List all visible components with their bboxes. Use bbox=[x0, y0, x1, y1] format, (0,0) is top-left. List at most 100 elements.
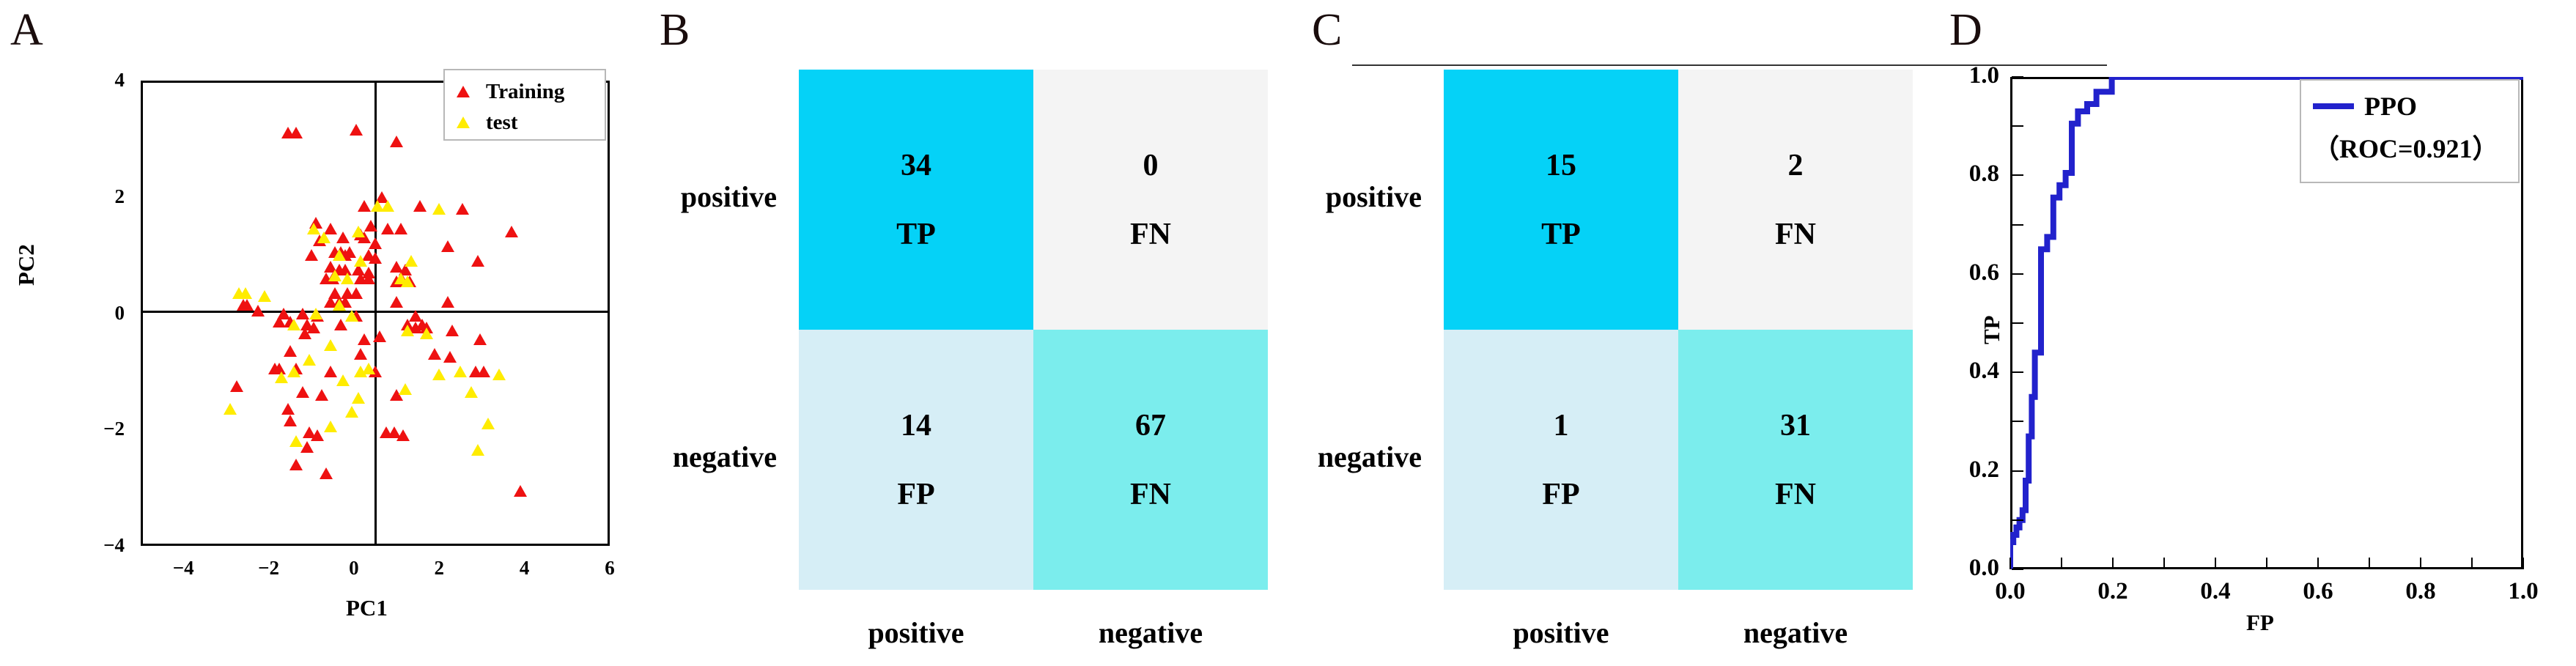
y-tick-label: 1.0 bbox=[1968, 62, 1999, 89]
scatter-point bbox=[353, 348, 367, 360]
legend-label-roc-value: （ROC=0.921） bbox=[2313, 134, 2499, 163]
scatter-point bbox=[477, 365, 491, 377]
scatter-point bbox=[345, 406, 358, 418]
scatter-point bbox=[332, 298, 346, 311]
scatter-point bbox=[419, 328, 433, 340]
y-tick-label: −2 bbox=[103, 418, 125, 440]
tick-mark bbox=[2369, 558, 2370, 569]
scatter-point bbox=[323, 339, 337, 352]
tick-mark bbox=[2012, 223, 2023, 226]
x-tick-label: −2 bbox=[258, 557, 279, 579]
tick-mark bbox=[2012, 470, 2023, 472]
x-tick-label: 0.6 bbox=[2303, 578, 2333, 604]
scatter-point bbox=[289, 435, 303, 448]
tick-mark bbox=[2012, 569, 2023, 570]
y-tick-label: 0.0 bbox=[1968, 555, 1999, 581]
scatter-point bbox=[470, 255, 484, 267]
matrix-cell-value: 67 bbox=[1135, 408, 1166, 443]
x-tick-label: 0.8 bbox=[2405, 578, 2436, 604]
scatter-point bbox=[362, 362, 376, 374]
scatter-point bbox=[336, 232, 350, 244]
panel-d-y-axis-title: TP bbox=[1979, 315, 2004, 344]
tick-mark bbox=[2061, 558, 2062, 569]
matrix-cell-value: 14 bbox=[901, 408, 931, 443]
y-tick-label: 0.8 bbox=[1968, 160, 1999, 188]
scatter-point bbox=[440, 295, 454, 308]
scatter-point bbox=[273, 316, 287, 328]
matrix-cell-label: FN bbox=[1130, 217, 1171, 251]
tick-mark bbox=[2012, 519, 2023, 521]
scatter-point bbox=[394, 223, 407, 235]
scatter-point bbox=[334, 319, 348, 331]
scatter-point bbox=[492, 368, 506, 380]
y-tick-label: 2 bbox=[114, 185, 125, 207]
x-tick-label: 2 bbox=[434, 557, 445, 579]
scatter-point bbox=[275, 371, 288, 383]
scatter-point bbox=[317, 232, 331, 244]
scatter-point bbox=[432, 368, 446, 380]
matrix-column-label: negative bbox=[1098, 616, 1203, 649]
scatter-point bbox=[464, 385, 478, 398]
panel-a-x-axis-title: PC1 bbox=[346, 595, 388, 621]
matrix-row-label: positive bbox=[1325, 180, 1422, 213]
scatter-point bbox=[351, 226, 365, 238]
y-tick-label: 0.2 bbox=[1968, 456, 1999, 483]
scatter-point bbox=[304, 249, 318, 262]
panel-d-x-axis-title: FP bbox=[2246, 610, 2274, 635]
scatter-point bbox=[364, 220, 378, 232]
scatter-point bbox=[323, 421, 337, 433]
scatter-point bbox=[229, 380, 243, 392]
matrix-row-label: positive bbox=[680, 180, 777, 213]
legend-item-training: Training bbox=[457, 76, 605, 107]
tick-mark bbox=[2163, 558, 2165, 569]
triangle-marker-icon bbox=[457, 86, 470, 97]
legend-item-ppo: PPO bbox=[2313, 91, 2518, 122]
matrix-cell-label: FP bbox=[897, 477, 935, 511]
scatter-point bbox=[289, 458, 303, 470]
x-tick-label: 0.4 bbox=[2200, 578, 2231, 604]
scatter-point bbox=[300, 441, 314, 454]
x-tick-label: 4 bbox=[519, 557, 530, 579]
scatter-point bbox=[311, 429, 325, 442]
scatter-point bbox=[287, 365, 301, 377]
scatter-point bbox=[454, 365, 468, 377]
scatter-point bbox=[481, 418, 495, 430]
panel-d-letter: D bbox=[1949, 5, 1982, 55]
scatter-point bbox=[369, 237, 382, 250]
scatter-point bbox=[345, 310, 358, 322]
panel-a-vertical-axis bbox=[374, 81, 377, 546]
matrix-cell-label: TP bbox=[896, 217, 936, 251]
scatter-point bbox=[413, 199, 427, 212]
matrix-cell-label: FN bbox=[1775, 217, 1816, 251]
tick-mark bbox=[2523, 558, 2524, 569]
scatter-point bbox=[400, 275, 414, 287]
scatter-point bbox=[349, 286, 363, 299]
scatter-point bbox=[306, 223, 320, 235]
scatter-point bbox=[445, 325, 459, 337]
legend-label-ppo: PPO bbox=[2364, 92, 2417, 121]
tick-mark bbox=[2266, 558, 2267, 569]
panel-a-letter: A bbox=[10, 5, 43, 55]
tick-mark bbox=[2012, 273, 2023, 275]
matrix-column-label: negative bbox=[1743, 616, 1848, 649]
scatter-point bbox=[390, 136, 404, 148]
scatter-point bbox=[470, 444, 484, 456]
panel-a-legend: Training test bbox=[443, 69, 606, 141]
tick-mark bbox=[2112, 558, 2114, 569]
tick-mark bbox=[2012, 125, 2023, 127]
scatter-point bbox=[398, 382, 412, 395]
scatter-point bbox=[400, 325, 414, 337]
y-tick-label: 4 bbox=[114, 69, 125, 91]
matrix-cell-value: 1 bbox=[1553, 408, 1569, 443]
scatter-point bbox=[257, 289, 271, 302]
x-tick-label: 6 bbox=[605, 557, 615, 579]
scatter-point bbox=[296, 385, 310, 398]
x-tick-label: 0.2 bbox=[2097, 578, 2128, 604]
scatter-point bbox=[440, 240, 454, 253]
tick-mark bbox=[2012, 371, 2023, 374]
scatter-point bbox=[381, 199, 395, 212]
legend-label-test: test bbox=[486, 110, 518, 134]
scatter-point bbox=[390, 295, 404, 308]
scatter-point bbox=[370, 199, 384, 212]
